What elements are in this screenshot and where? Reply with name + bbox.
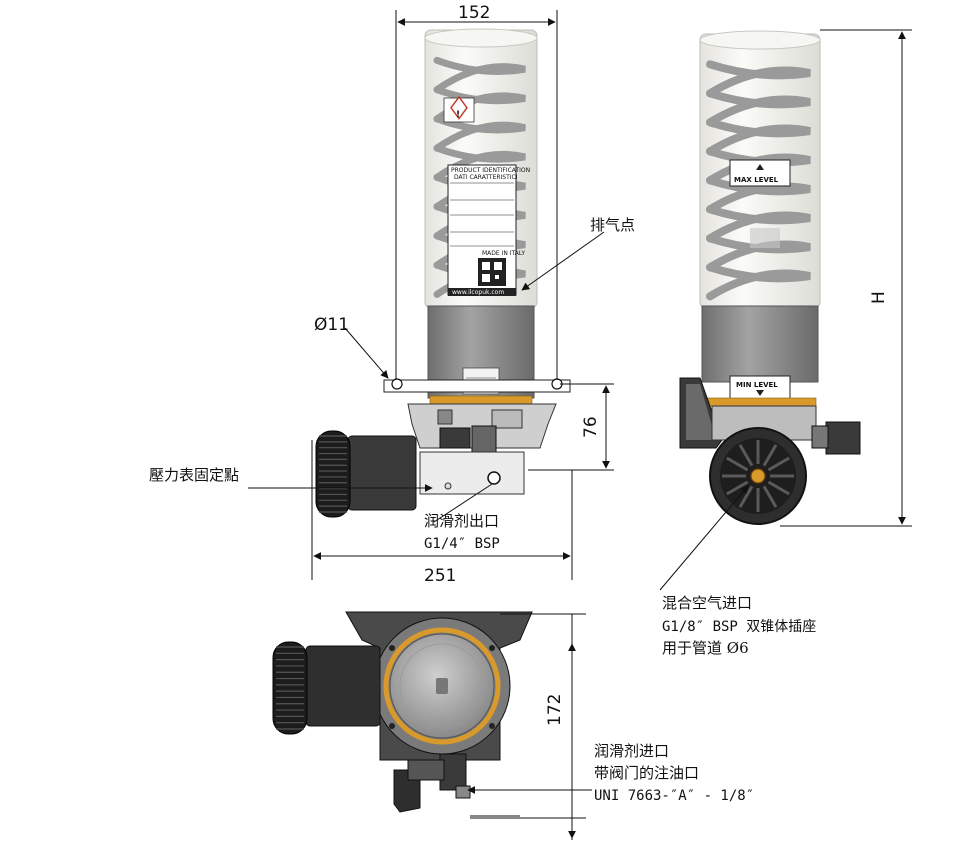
- max-level-text: MAX LEVEL: [734, 176, 779, 184]
- wheel-spoke: [762, 444, 778, 467]
- spring-coil: [706, 89, 811, 127]
- product-label-origin: MADE IN ITALY: [482, 250, 525, 257]
- front-inlet-fitting: [439, 427, 471, 449]
- spring-coil: [706, 118, 811, 156]
- wheel-spoke: [738, 485, 754, 508]
- product-label: PRODUCT IDENTIFICATION DATI CARATTERISTI…: [447, 164, 530, 296]
- callout-lube-outlet-1: 润滑剂出口: [424, 512, 499, 530]
- bolt-hole-left: [391, 378, 403, 390]
- callout-lube-outlet-2: G1/4″ BSP: [424, 536, 500, 552]
- bottom-gauge-body: [305, 645, 381, 727]
- label-footer: [448, 288, 516, 296]
- min-level-label: MIN LEVEL: [729, 375, 791, 401]
- side-reservoir-top: [699, 30, 821, 50]
- spring-coil: [433, 144, 526, 181]
- side-gauge-spokes: [722, 440, 794, 512]
- wheel-spoke: [738, 444, 754, 467]
- air-inlet-port: [750, 468, 766, 484]
- dim-251: 251: [424, 566, 456, 586]
- side-view: MAX LEVEL MIN LEVEL: [679, 30, 861, 525]
- spring-coil: [706, 234, 811, 272]
- hazard-mark: !: [456, 110, 460, 120]
- spring-coil: [706, 176, 811, 214]
- callout-vent-point: 排气点: [590, 216, 635, 234]
- side-spring: [706, 60, 811, 301]
- bottom-view: [272, 611, 533, 813]
- lube-outlet-port: [487, 471, 501, 485]
- spring-coil: [433, 115, 526, 152]
- product-label-website: www.ilcopuk.com: [452, 289, 504, 296]
- callout-lube-inlet-1: 润滑剂进口: [594, 742, 669, 760]
- dim-bolt-hole: Ø11: [314, 315, 349, 335]
- dim-172: 172: [545, 694, 565, 726]
- callout-air-inlet-1: 混合空气进口: [662, 594, 752, 612]
- front-outlet-block: [419, 451, 525, 495]
- side-pump-body: [701, 305, 819, 383]
- spring-coil: [706, 60, 811, 98]
- max-level-label: MAX LEVEL: [729, 159, 791, 187]
- side-seal: [703, 397, 817, 407]
- bottom-gauge-knob: [272, 641, 308, 735]
- wheel-spoke: [762, 485, 778, 508]
- callout-lube-inlet-2: 带阀门的注油口: [594, 764, 699, 782]
- front-seal: [429, 395, 533, 405]
- side-fitting: [825, 421, 861, 455]
- wheel-spoke: [767, 456, 790, 472]
- wheel-spoke: [767, 480, 790, 496]
- callout-air-inlet-3: 用于管道 Ø6: [662, 639, 749, 657]
- min-level-text: MIN LEVEL: [736, 381, 778, 389]
- callout-lube-inlet-3: UNI 7663-″A″ - 1/8″: [594, 788, 754, 804]
- hazard-icon: [450, 95, 468, 120]
- product-label-subtitle: DATI CARATTERISTICI: [454, 174, 518, 181]
- dimension-lines: [248, 10, 912, 840]
- callout-gauge-mount: 壓力表固定點: [149, 466, 239, 484]
- front-mount-bracket: [383, 379, 571, 393]
- knob-base: [272, 641, 308, 735]
- product-label-title: PRODUCT IDENTIFICATION: [451, 167, 530, 174]
- wheel-spoke: [726, 480, 749, 496]
- spring-coil: [433, 56, 526, 94]
- bottom-seal-ring: [383, 627, 501, 745]
- spring-coil: [706, 263, 811, 301]
- pressure-gauge-body: [347, 435, 417, 511]
- dim-76: 76: [581, 416, 601, 438]
- knob-base: [315, 430, 351, 518]
- front-view: ! PRODUCT IDENTIFICATION DATI CARATTERIS…: [315, 28, 571, 518]
- front-reservoir-top: [424, 28, 538, 48]
- pressure-gauge-knob: [315, 430, 351, 518]
- dim-H: H: [869, 291, 889, 304]
- spring-coil: [706, 205, 811, 243]
- callout-air-inlet-2: G1/8″ BSP 双锥体插座: [662, 619, 816, 635]
- wheel-spoke: [726, 456, 749, 472]
- dim-152: 152: [458, 3, 490, 23]
